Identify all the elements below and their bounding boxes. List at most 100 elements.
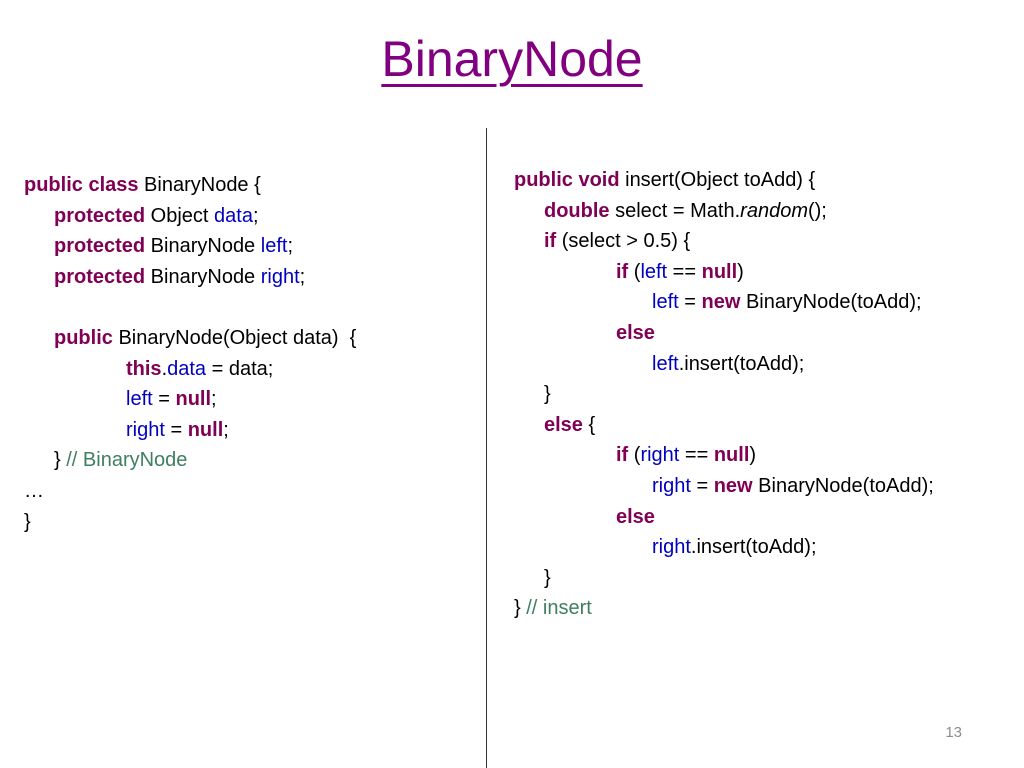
code-token: } xyxy=(24,510,31,533)
code-line xyxy=(24,292,356,323)
code-token: Object xyxy=(145,204,215,227)
code-token: ; xyxy=(299,265,306,288)
code-keyword: this xyxy=(126,357,162,380)
code-token: BinaryNode { xyxy=(138,174,261,196)
code-line: right = null; xyxy=(24,415,356,446)
code-keyword: new xyxy=(701,291,741,314)
code-line: this.data = data; xyxy=(24,354,356,385)
code-keyword: public class xyxy=(24,174,139,196)
code-field: right xyxy=(652,536,691,559)
page-number: 13 xyxy=(945,724,962,741)
code-token: = xyxy=(690,474,714,497)
code-field: right xyxy=(640,444,680,467)
code-token: ) xyxy=(749,444,757,467)
code-keyword: null xyxy=(187,418,224,441)
code-keyword: null xyxy=(713,444,750,467)
code-token: = xyxy=(164,418,188,441)
code-line: if (left == null) xyxy=(514,257,934,288)
code-line: } xyxy=(24,507,356,538)
code-token: … xyxy=(24,479,44,502)
code-line: else { xyxy=(514,410,934,441)
code-keyword: null xyxy=(701,260,738,283)
code-line: else xyxy=(514,502,934,533)
code-line: double select = Math.random(); xyxy=(514,196,934,227)
code-keyword: if xyxy=(616,260,629,283)
code-token: ; xyxy=(223,418,229,441)
code-block-insert-method: public void insert(Object toAdd) {double… xyxy=(514,165,934,624)
code-keyword: else xyxy=(544,413,583,436)
code-line: right.insert(toAdd); xyxy=(514,532,934,563)
code-line: right = new BinaryNode(toAdd); xyxy=(514,471,934,502)
code-token: .insert(toAdd); xyxy=(690,536,817,559)
code-keyword: if xyxy=(544,230,557,253)
code-keyword: double xyxy=(544,199,610,222)
code-token: (); xyxy=(807,199,827,222)
code-token: } xyxy=(544,566,551,589)
code-line: else xyxy=(514,318,934,349)
code-token: (select > 0.5) { xyxy=(556,230,691,253)
code-line: } // insert xyxy=(514,593,934,624)
code-keyword: else xyxy=(616,321,655,344)
code-line: public BinaryNode(Object data) { xyxy=(24,323,356,354)
code-token: ; xyxy=(287,235,293,258)
code-field: right xyxy=(652,474,691,497)
code-line: } xyxy=(514,379,934,410)
code-keyword: protected xyxy=(54,265,146,288)
code-line: left.insert(toAdd); xyxy=(514,349,934,380)
code-line: protected BinaryNode right; xyxy=(24,262,356,293)
code-field: data xyxy=(214,204,253,227)
code-comment: // BinaryNode xyxy=(66,449,188,472)
code-token: ( xyxy=(628,444,641,467)
code-field: data xyxy=(167,357,207,380)
code-keyword: protected xyxy=(54,235,146,258)
code-token: . xyxy=(161,357,168,380)
code-field: left xyxy=(652,352,679,375)
code-comment: // insert xyxy=(526,597,592,620)
code-token: .insert(toAdd); xyxy=(678,352,805,375)
code-line: public void insert(Object toAdd) { xyxy=(514,165,934,196)
code-token: ( xyxy=(628,260,641,283)
code-field: right xyxy=(260,265,300,288)
code-block-binarynode-class: public class BinaryNode {protected Objec… xyxy=(24,170,356,537)
code-line: protected BinaryNode left; xyxy=(24,231,356,262)
code-keyword: public void xyxy=(514,169,620,191)
code-line: left = null; xyxy=(24,384,356,415)
code-token: BinaryNode(toAdd); xyxy=(740,291,922,314)
code-token: ) xyxy=(737,260,744,283)
code-field: left xyxy=(260,235,288,258)
code-token: ; xyxy=(252,204,259,227)
code-token: { xyxy=(582,413,596,436)
code-keyword: if xyxy=(616,444,629,467)
code-token: random xyxy=(740,199,808,222)
code-line: protected Object data; xyxy=(24,201,356,232)
code-keyword: protected xyxy=(54,204,146,227)
column-divider xyxy=(486,128,487,768)
code-line: public class BinaryNode { xyxy=(24,170,356,201)
code-keyword: null xyxy=(175,388,212,411)
slide-title: BinaryNode xyxy=(381,31,643,87)
code-line: … xyxy=(24,476,356,507)
code-line: if (select > 0.5) { xyxy=(514,226,934,257)
code-field: left xyxy=(652,291,679,314)
code-keyword: new xyxy=(713,474,753,497)
code-keyword: else xyxy=(616,505,655,528)
code-field: right xyxy=(126,418,165,441)
code-token: BinaryNode xyxy=(145,265,261,288)
code-line: left = new BinaryNode(toAdd); xyxy=(514,287,934,318)
code-token: } xyxy=(514,597,527,620)
code-token: = xyxy=(678,291,702,314)
code-field: left xyxy=(126,388,153,411)
code-line: } // BinaryNode xyxy=(24,445,356,476)
code-token: == xyxy=(667,260,702,283)
code-token: } xyxy=(54,449,67,472)
code-token: BinaryNode(Object data) { xyxy=(112,326,357,349)
code-token: } xyxy=(544,383,551,406)
code-token: ; xyxy=(211,388,217,411)
code-token: == xyxy=(679,444,714,467)
code-line: if (right == null) xyxy=(514,440,934,471)
code-token: select = Math. xyxy=(609,199,741,222)
code-token: insert(Object toAdd) { xyxy=(619,169,816,191)
code-keyword: public xyxy=(54,326,113,349)
code-token: = xyxy=(152,388,176,411)
code-field: left xyxy=(640,260,668,283)
